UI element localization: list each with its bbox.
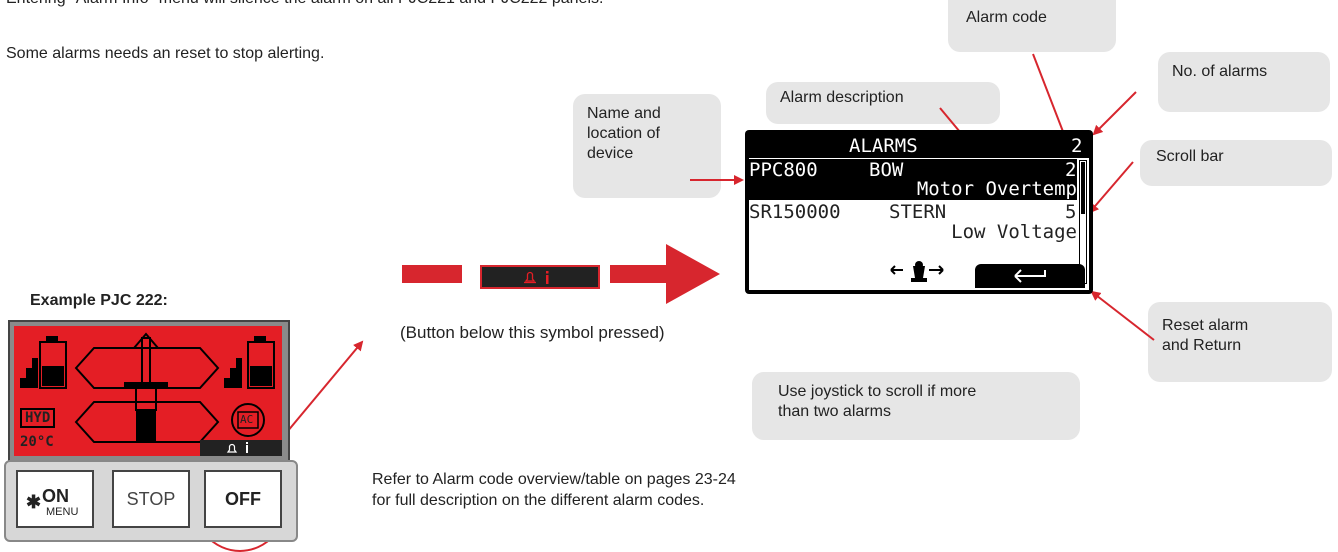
lcd-selected-row — [749, 159, 1077, 200]
button-bar: ✱ ON MENU STOP OFF — [4, 460, 298, 542]
row1-location: BOW — [869, 159, 904, 181]
off-button-label: OFF — [225, 488, 261, 509]
callout-reset-return: Reset alarm and Return — [1148, 302, 1332, 382]
row1-description: Motor Overtemp — [916, 178, 1077, 200]
callout-alarm-description: Alarm description — [766, 82, 1000, 124]
scroll-thumb[interactable] — [1081, 162, 1085, 214]
alarm-info-symbol — [480, 265, 600, 289]
joystick-left-right-icon — [890, 261, 944, 282]
stop-button[interactable]: STOP — [112, 470, 190, 528]
stop-button-label: STOP — [126, 488, 176, 509]
example-title: Example PJC 222: — [30, 292, 168, 309]
hyd-label: HYD — [20, 408, 56, 428]
row1-device: PPC800 — [749, 159, 818, 181]
lcd-display: ALARMS 2 PPC800 BOW 2 Motor Overtemp SR1… — [749, 134, 1089, 290]
intro-line-2: Some alarms needs an reset to stop alert… — [6, 45, 325, 62]
return-arrow-icon — [1014, 269, 1046, 283]
on-star-icon: ✱ — [26, 492, 42, 512]
temperature-readout: 20°C — [20, 434, 54, 450]
example-panel: HYD AC 20°C — [8, 320, 290, 464]
panel-screen: HYD AC 20°C — [14, 326, 282, 456]
thruster-diagram — [20, 332, 282, 456]
callout-name-location: Name and location of device — [573, 94, 721, 198]
arrow-reset-return — [1090, 290, 1155, 341]
arrow-scroll-bar — [1088, 161, 1134, 214]
menu-button-label: MENU — [46, 506, 79, 518]
callout-no-of-alarms: No. of alarms — [1158, 52, 1330, 112]
callout-scroll-bar: Scroll bar — [1140, 140, 1332, 186]
button-note: (Button below this symbol pressed) — [400, 323, 665, 342]
row1-code: 2 — [1065, 159, 1077, 181]
off-button[interactable]: OFF — [204, 470, 282, 528]
callout-joystick: Use joystick to scroll if more than two … — [752, 372, 1080, 440]
return-softkey[interactable] — [975, 264, 1085, 288]
lcd-header-bar — [749, 134, 1089, 158]
alarm-lcd-screen: ALARMS 2 PPC800 BOW 2 Motor Overtemp SR1… — [745, 130, 1093, 294]
refer-note-line-2: for full description on the different al… — [372, 492, 705, 509]
on-button-label: ON — [42, 486, 69, 506]
big-arrow-bar-right — [610, 265, 666, 283]
big-arrow-bar-left — [402, 265, 462, 283]
lcd-title: ALARMS — [849, 135, 918, 157]
lcd-alarm-count: 2 — [1071, 135, 1083, 157]
on-menu-button[interactable]: ✱ ON MENU — [16, 470, 94, 528]
row2-location: STERN — [889, 201, 947, 223]
row2-description: Low Voltage — [951, 221, 1077, 243]
bell-info-icon — [524, 271, 549, 284]
big-arrow-head — [666, 244, 720, 304]
refer-note-line-1: Refer to Alarm code overview/table on pa… — [372, 471, 736, 488]
intro-line-1: Entering "Alarm Info" menu will silence … — [6, 0, 603, 9]
row2-device: SR150000 — [749, 201, 841, 223]
row2-code: 5 — [1065, 201, 1077, 223]
callout-alarm-code: Alarm code — [948, 0, 1116, 52]
arrow-no-of-alarms — [1092, 91, 1137, 136]
ac-label: AC — [240, 413, 254, 426]
